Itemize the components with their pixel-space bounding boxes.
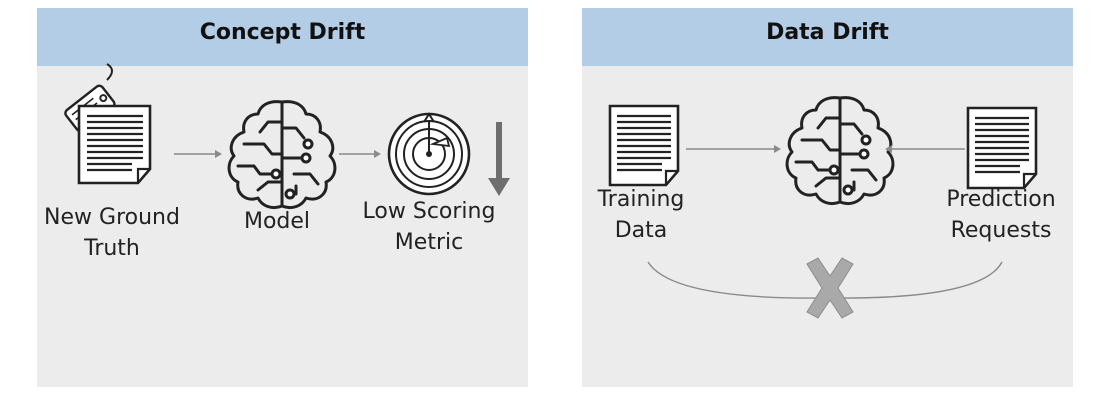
metric-label-line1: Low Scoring bbox=[362, 199, 496, 224]
arrow-to-metric bbox=[339, 150, 381, 158]
training-document-icon bbox=[608, 104, 680, 187]
data-drift-header: Data Drift bbox=[582, 8, 1073, 66]
prediction-document-icon bbox=[966, 106, 1038, 190]
metric-label: Low Scoring Metric bbox=[359, 196, 499, 258]
brain-icon bbox=[785, 96, 895, 206]
data-drift-illustration bbox=[608, 96, 1038, 319]
concept-drift-title: Concept Drift bbox=[199, 19, 366, 45]
metric-label-line2: Metric bbox=[394, 230, 464, 255]
training-data-label: Training Data bbox=[586, 184, 696, 246]
concept-drift-panel: Concept Drift bbox=[37, 8, 528, 387]
tagged-document-icon bbox=[64, 63, 152, 185]
x-mark-icon bbox=[806, 257, 854, 319]
data-drift-panel: Data Drift bbox=[582, 8, 1073, 387]
concept-drift-illustration bbox=[64, 63, 510, 210]
model-label-text: Model bbox=[243, 209, 311, 234]
data-drift-title: Data Drift bbox=[766, 19, 889, 45]
training-label-line2: Data bbox=[614, 218, 668, 243]
ground-truth-label: New Ground Truth bbox=[37, 202, 187, 264]
brain-icon bbox=[227, 100, 337, 210]
arrow-from-prediction bbox=[885, 145, 965, 153]
prediction-label-line2: Requests bbox=[950, 218, 1052, 243]
arrow-to-model bbox=[174, 150, 222, 158]
concept-drift-header: Concept Drift bbox=[37, 8, 528, 66]
ground-truth-label-line1: New Ground bbox=[44, 205, 180, 230]
prediction-requests-label: Prediction Requests bbox=[936, 184, 1066, 246]
target-icon bbox=[387, 112, 471, 196]
arrow-from-training bbox=[686, 145, 781, 153]
model-label: Model bbox=[217, 206, 337, 237]
down-arrow-icon bbox=[488, 122, 510, 196]
training-label-line1: Training bbox=[597, 187, 685, 212]
ground-truth-label-line2: Truth bbox=[84, 236, 140, 261]
prediction-label-line1: Prediction bbox=[946, 187, 1056, 212]
